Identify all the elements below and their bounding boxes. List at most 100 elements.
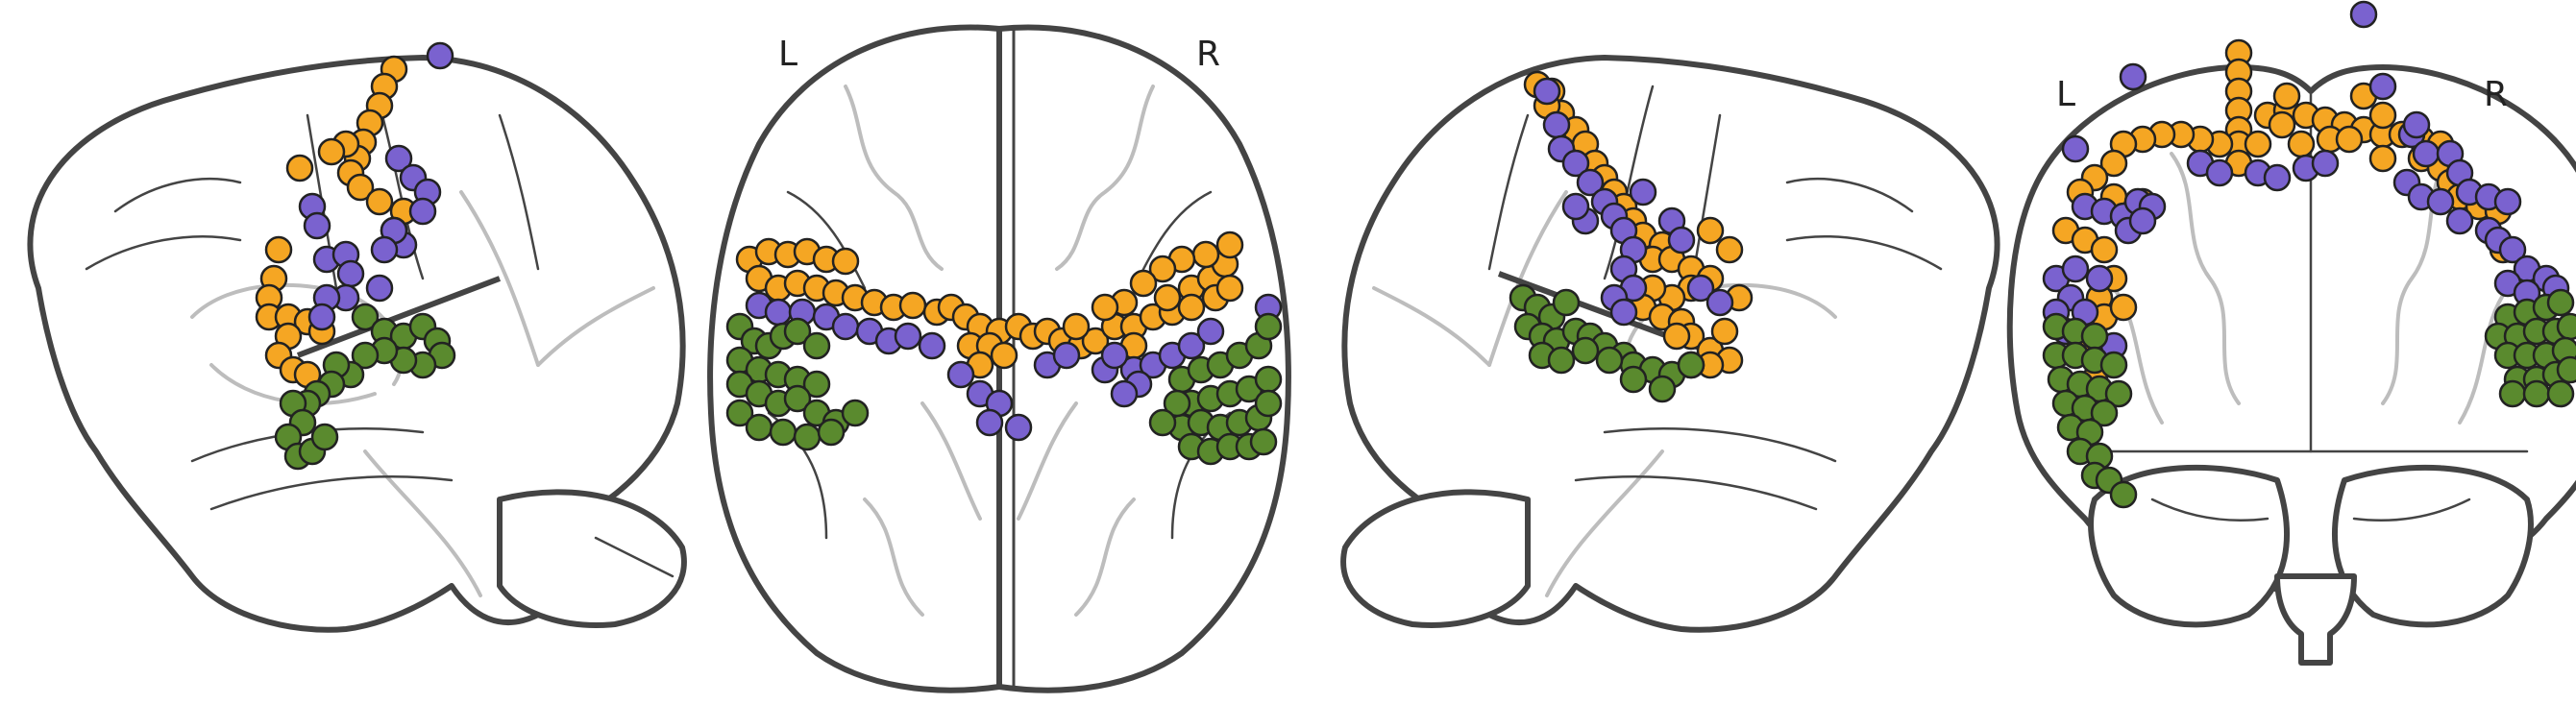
electrode-green [802,370,831,399]
electrode-green [2556,312,2576,341]
electrode-orange [2368,144,2397,173]
electrode-orange [1081,327,1110,355]
electrode-purple [2085,264,2114,293]
electrode-green [1254,312,1283,341]
electrode-orange [1177,293,1206,322]
electrode-green [1148,408,1177,437]
electrode-orange [1696,216,1725,245]
electrode-purple [918,331,946,360]
electrode-purple [2263,163,2292,192]
electrode-orange [2244,130,2272,158]
electrode-orange [1215,274,1244,303]
electrode-orange [2268,110,2296,139]
electrode-green [1547,346,1576,375]
electrode-purple [2493,187,2522,216]
electrode-purple [2412,139,2441,168]
right-lateral-cerebellum [1340,489,1531,628]
electrode-orange [317,137,346,166]
axial-left-label: L [778,35,797,74]
electrode-green [841,399,870,427]
electrode-orange [1129,269,1158,298]
electrode-green [2109,480,2138,509]
electrode-green [351,303,380,331]
electrode-orange [2109,293,2138,322]
electrode-orange [1662,322,1691,351]
electrode-green [1254,389,1283,418]
electrode-purple [2119,62,2147,91]
electrode-green [1677,351,1705,379]
electrode-purple [2061,255,2090,283]
electrode-purple [336,259,365,288]
electrode-purple [831,312,860,341]
electrode-green [793,423,822,451]
electrode-purple [1667,226,1696,255]
electrode-green [725,399,754,427]
electrode-orange [1710,317,1739,346]
electrode-orange [1153,283,1182,312]
electrode-purple [384,144,413,173]
electrode-purple [370,235,399,264]
electrode-purple [1609,298,1638,327]
electrode-purple [2498,235,2527,264]
electrode-purple [1561,192,1590,221]
electrode-purple [2061,134,2090,163]
electrode-purple [1576,168,1605,197]
electrode-green [2546,288,2575,317]
electrode-green [745,413,773,442]
electrode-green [2522,379,2551,408]
electrode-purple [2402,110,2431,139]
electrode-green [783,384,812,413]
electrode-orange [365,187,394,216]
electrode-orange [1091,293,1119,322]
electrode-purple [1052,341,1081,370]
electrode-purple [894,322,922,351]
electrode-markers [255,0,2576,509]
electrode-purple [2445,206,2474,235]
electrode-purple [1686,274,1715,303]
electrode-orange [831,247,860,276]
electrode-orange [2335,125,2364,154]
electrode-purple [2128,206,2157,235]
electrode-green [802,331,831,360]
electrode-purple [1561,149,1590,178]
axial-right-label: R [1196,35,1220,74]
electrode-orange [2090,235,2119,264]
electrode-purple [426,41,454,70]
electrode-green [769,418,797,447]
electrode-green [783,317,812,346]
electrode-purple [2426,187,2455,216]
electrode-purple [1533,77,1561,106]
electrode-purple [1004,413,1033,442]
electrode-green [1163,389,1191,418]
coronal-brainstem [2274,573,2357,666]
electrode-purple [764,298,793,327]
electrode-purple [303,211,331,240]
electrode-orange [285,154,314,182]
electrode-purple [2368,72,2397,101]
electrode-green [2099,351,2128,379]
electrode-orange [1191,240,1220,269]
electrode-orange [2368,101,2397,130]
electrode-purple [1629,178,1657,206]
electrode-orange [264,235,293,264]
electrode-purple [1705,288,1734,317]
electrode-green [1648,375,1677,403]
electrode-purple [1542,110,1571,139]
electrode-orange [898,291,927,320]
electrode-orange [1715,235,1744,264]
coronal-cerebellum-right [2332,464,2534,628]
electrode-green [351,341,380,370]
electrode-purple [946,360,975,389]
electrode-purple [1100,341,1129,370]
electrode-green [1571,336,1600,365]
electrode-purple [1110,379,1139,408]
electrode-purple [2205,158,2234,187]
electrode-green [1619,365,1648,394]
electrode-orange [1062,312,1091,341]
electrode-purple [975,408,1004,437]
electrode-orange [2272,82,2301,110]
electrode-green [310,423,339,451]
electrode-green [1254,365,1283,394]
electrode-green [2556,355,2576,384]
